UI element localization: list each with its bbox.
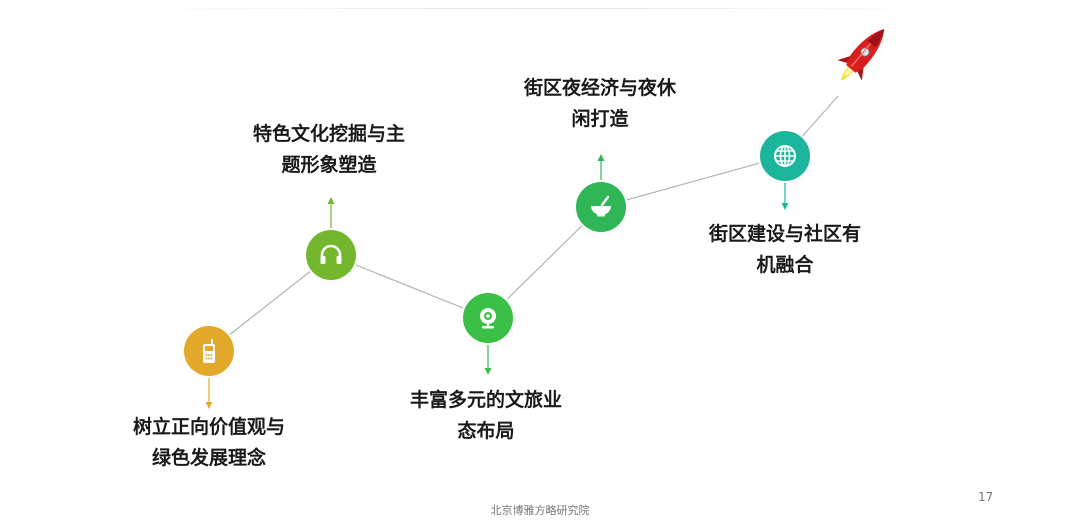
connector-4-5 — [600, 155, 786, 208]
webcam-icon — [480, 308, 496, 329]
connector-2-3 — [330, 254, 489, 319]
top-divider — [120, 8, 950, 9]
headphones-icon — [320, 244, 342, 264]
arrow-green-light-up — [327, 197, 335, 228]
node-gold[interactable] — [184, 326, 234, 376]
page-number: 17 — [978, 490, 994, 504]
globe-icon — [774, 145, 796, 167]
label-green-line-2: 态布局 — [457, 420, 515, 442]
label-green: 丰富多元的文旅业 态布局 — [386, 385, 586, 447]
label-green-light-line-1: 特色文化挖掘与主 — [252, 123, 405, 145]
label-gold: 树立正向价值观与 绿色发展理念 — [109, 412, 309, 474]
arrow-teal-down — [781, 183, 789, 210]
label-green-mid-line-2: 闲打造 — [571, 108, 629, 130]
connector-3-4 — [487, 206, 602, 319]
label-green-mid-line-1: 街区夜经济与夜休 — [523, 77, 676, 99]
connector-1-2 — [208, 254, 332, 352]
mortar-bowl-icon — [591, 195, 611, 217]
node-green[interactable] — [463, 293, 513, 343]
label-green-mid: 街区夜经济与夜休 闲打造 — [500, 73, 700, 135]
label-gold-line-2: 绿色发展理念 — [151, 447, 266, 469]
walkie-talkie-icon — [203, 339, 215, 363]
arrow-green-down — [484, 345, 492, 375]
arrow-green-mid-up — [597, 154, 605, 180]
label-teal-line-1: 街区建设与社区有 — [708, 223, 861, 245]
label-green-light-line-2: 题形象塑造 — [281, 154, 377, 176]
rocket-icon — [837, 29, 885, 81]
label-teal-line-2: 机融合 — [756, 254, 814, 276]
label-green-line-1: 丰富多元的文旅业 — [409, 389, 562, 411]
arrow-gold-down — [205, 378, 213, 409]
label-green-light: 特色文化挖掘与主 题形象塑造 — [229, 119, 429, 181]
label-gold-line-1: 树立正向价值观与 — [132, 416, 285, 438]
node-green-mid[interactable] — [576, 182, 626, 232]
node-green-light[interactable] — [306, 230, 356, 280]
footer-source: 北京博雅方略研究院 — [490, 504, 590, 517]
node-teal[interactable] — [760, 131, 810, 181]
label-teal: 街区建设与社区有 机融合 — [685, 219, 885, 281]
